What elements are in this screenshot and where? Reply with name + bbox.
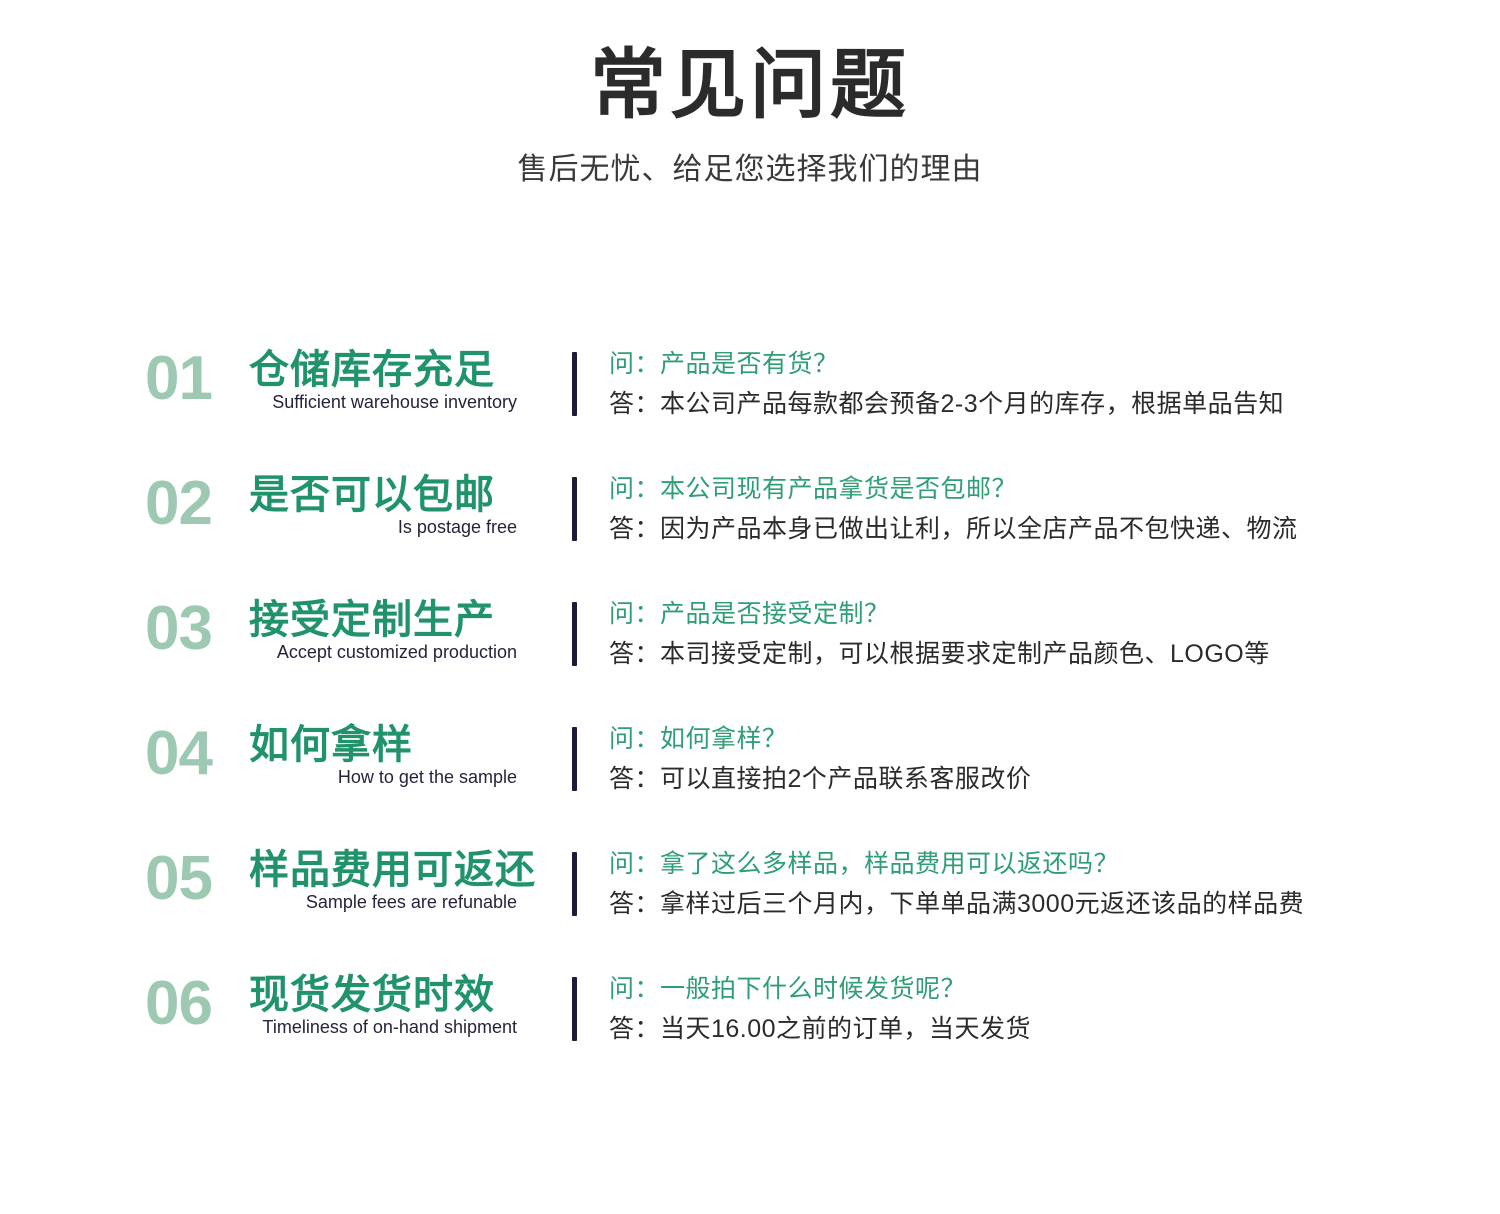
faq-title-cn: 现货发货时效 (249, 973, 495, 1017)
faq-qa-block: 问：拿了这么多样品，样品费用可以返还吗？ 答：拿样过后三个月内，下单单品满300… (577, 840, 1500, 922)
faq-answer: 答：拿样过后三个月内，下单单品满3000元返还该品的样品费 (609, 889, 1305, 918)
faq-divider (572, 977, 577, 1041)
faq-title-block: 现货发货时效 Timeliness of on-hand shipment (245, 965, 517, 1038)
page-header: 常见问题 售后无忧、给足您选择我们的理由 (0, 0, 1500, 188)
faq-answer: 答：因为产品本身已做出让利，所以全店产品不包快递、物流 (609, 514, 1298, 543)
faq-question: 问：一般拍下什么时候发货呢？ (609, 975, 967, 1003)
faq-item: 04 如何拿样 How to get the sample 问：如何拿样？ 答：… (0, 715, 1500, 840)
faq-qa-block: 问：一般拍下什么时候发货呢？ 答：当天16.00之前的订单，当天发货 (577, 965, 1500, 1047)
faq-question: 问：拿了这么多样品，样品费用可以返还吗？ (609, 850, 1120, 878)
faq-title-block: 如何拿样 How to get the sample (245, 715, 517, 788)
faq-divider (572, 852, 577, 916)
faq-question: 问：如何拿样？ (609, 725, 788, 753)
faq-answer: 答：当天16.00之前的订单，当天发货 (609, 1014, 1032, 1043)
page-subtitle: 售后无忧、给足您选择我们的理由 (517, 153, 983, 186)
faq-title-cn: 样品费用可返还 (249, 848, 536, 892)
faq-answer: 答：可以直接拍2个产品联系客服改价 (609, 764, 1032, 793)
faq-title-block: 仓储库存充足 Sufficient warehouse inventory (245, 340, 517, 413)
faq-answer: 答：本公司产品每款都会预备2-3个月的库存，根据单品告知 (609, 389, 1285, 418)
faq-title-cn: 仓储库存充足 (249, 348, 495, 392)
faq-answer: 答：本司接受定制，可以根据要求定制产品颜色、LOGO等 (609, 639, 1270, 668)
faq-item: 02 是否可以包邮 Is postage free 问：本公司现有产品拿货是否包… (0, 465, 1500, 590)
faq-question: 问：本公司现有产品拿货是否包邮？ (609, 475, 1018, 503)
faq-title-en: Sample fees are refunable (305, 892, 517, 913)
faq-index-number: 02 (145, 469, 213, 538)
faq-divider (572, 352, 577, 416)
faq-title-en: Is postage free (397, 517, 517, 538)
faq-title-cn: 是否可以包邮 (249, 473, 495, 517)
faq-question: 问：产品是否接受定制？ (609, 600, 890, 628)
faq-title-en: Sufficient warehouse inventory (272, 392, 517, 413)
page-title: 常见问题 (590, 43, 910, 128)
faq-qa-block: 问：如何拿样？ 答：可以直接拍2个产品联系客服改价 (577, 715, 1500, 797)
faq-title-en: Timeliness of on-hand shipment (262, 1017, 517, 1038)
faq-divider (572, 602, 577, 666)
faq-title-block: 接受定制生产 Accept customized production (245, 590, 517, 663)
faq-index-number: 04 (145, 719, 213, 788)
faq-index-number: 01 (145, 344, 213, 413)
faq-divider (572, 477, 577, 541)
faq-item: 03 接受定制生产 Accept customized production 问… (0, 590, 1500, 715)
faq-title-en: How to get the sample (337, 767, 517, 788)
faq-list: 01 仓储库存充足 Sufficient warehouse inventory… (0, 340, 1500, 1090)
faq-qa-block: 问：产品是否有货？ 答：本公司产品每款都会预备2-3个月的库存，根据单品告知 (577, 340, 1500, 422)
faq-title-cn: 接受定制生产 (249, 598, 495, 642)
faq-qa-block: 问：本公司现有产品拿货是否包邮？ 答：因为产品本身已做出让利，所以全店产品不包快… (577, 465, 1500, 547)
faq-item: 01 仓储库存充足 Sufficient warehouse inventory… (0, 340, 1500, 465)
faq-item: 06 现货发货时效 Timeliness of on-hand shipment… (0, 965, 1500, 1090)
faq-divider (572, 727, 577, 791)
faq-title-block: 样品费用可返还 Sample fees are refunable (245, 840, 536, 913)
faq-question: 问：产品是否有货？ (609, 350, 839, 378)
faq-index-number: 05 (145, 844, 213, 913)
faq-title-en: Accept customized production (276, 642, 517, 663)
faq-title-cn: 如何拿样 (249, 723, 413, 767)
faq-title-block: 是否可以包邮 Is postage free (245, 465, 517, 538)
faq-item: 05 样品费用可返还 Sample fees are refunable 问：拿… (0, 840, 1500, 965)
faq-index-number: 06 (145, 969, 213, 1038)
faq-index-number: 03 (145, 594, 213, 663)
faq-qa-block: 问：产品是否接受定制？ 答：本司接受定制，可以根据要求定制产品颜色、LOGO等 (577, 590, 1500, 672)
